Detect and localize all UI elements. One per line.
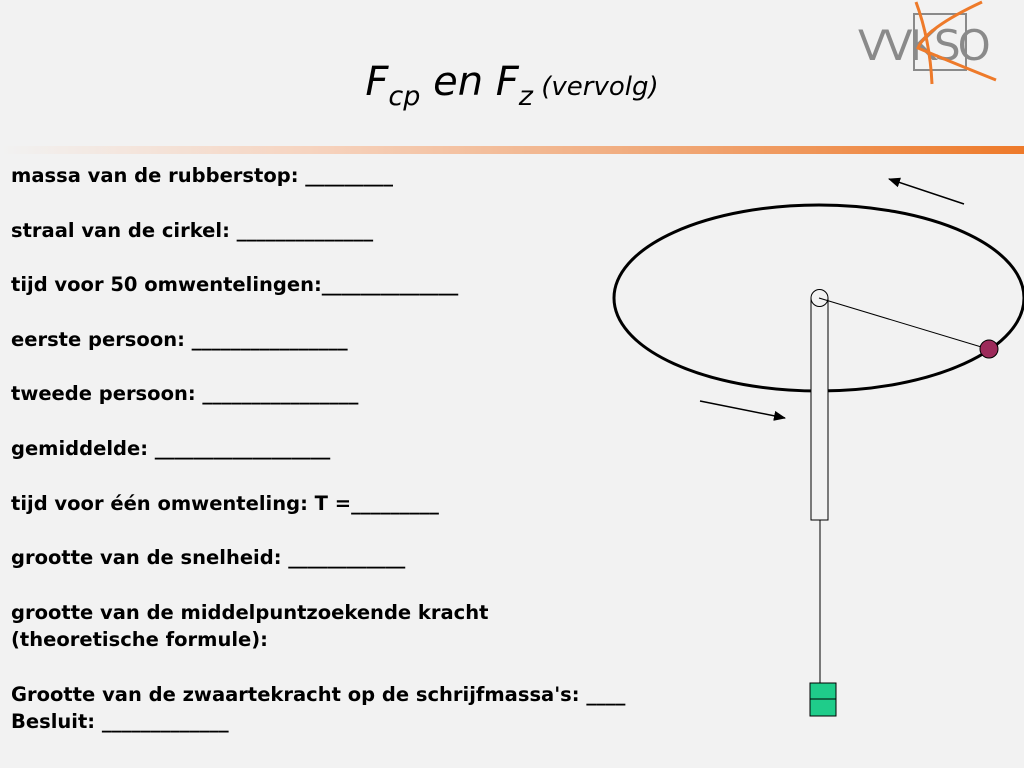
worksheet-lines: massa van de rubberstop: _________ straa… [11, 162, 771, 735]
slide-title: Fcp en Fz (vervolg) [365, 59, 659, 112]
line-period: tijd voor één omwenteling: T =_________ [11, 491, 439, 515]
vvkso-logo: VVKSO [858, 0, 997, 85]
title-divider [0, 146, 1024, 154]
line-time-50-revolutions: tijd voor 50 omwentelingen:_____________… [11, 273, 459, 297]
line-rubber-stopper-mass: massa van de rubberstop: _________ [11, 164, 394, 187]
line-second-person: tweede persoon: ________________ [11, 382, 359, 406]
line-theoretical-formula: (theoretische formule): [11, 628, 268, 652]
line-first-person: eerste persoon: ________________ [11, 327, 348, 351]
line-gravity-force: Grootte van de zwaartekracht op de schri… [11, 682, 626, 706]
rubber-stopper [979, 339, 999, 359]
rotation-arrow-bottom [699, 400, 786, 421]
title-vervolg: (vervolg) [532, 72, 659, 102]
line-speed: grootte van de snelheid: ____________ [11, 546, 406, 570]
rotation-arrow-top [888, 177, 965, 205]
line-centripetal-force: grootte van de middelpuntzoekende kracht [11, 600, 489, 624]
line-circle-radius: straal van de cirkel: ______________ [11, 218, 374, 242]
title-f-cp: Fcp [365, 59, 421, 112]
line-conclusion: Besluit: _____________ [11, 709, 229, 733]
glass-tube [810, 297, 829, 521]
hanging-weight-upper [809, 682, 837, 700]
title-f-z: Fz [495, 59, 533, 112]
hanging-weight-lower [809, 698, 837, 717]
line-average: gemiddelde: __________________ [11, 436, 331, 460]
string-to-stopper [818, 297, 989, 350]
